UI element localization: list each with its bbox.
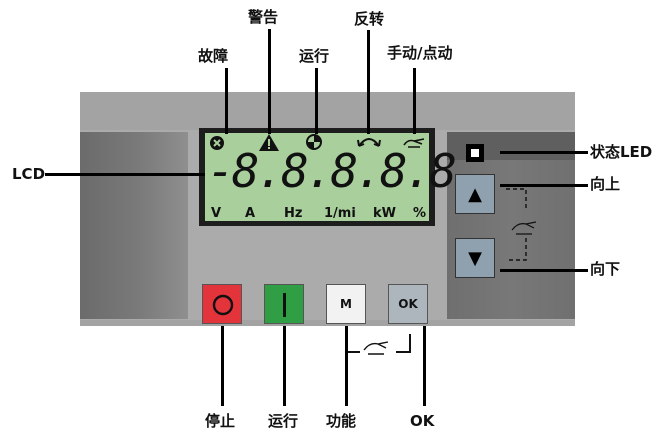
stop-circle-icon <box>212 294 234 316</box>
lcd-unit-kw: kW <box>373 206 396 221</box>
lcd-label: LCD <box>12 165 46 183</box>
manual-combo-bracket <box>345 334 411 355</box>
run-button[interactable] <box>264 284 304 324</box>
running-label: 运行 <box>299 47 330 65</box>
fault-callout-line <box>225 68 228 134</box>
reverse-icon <box>357 138 381 147</box>
lcd-callout-line <box>45 173 205 176</box>
up-button[interactable]: ▲ <box>455 174 495 214</box>
fault-label: 故障 <box>198 47 229 65</box>
reverse-label: 反转 <box>354 10 385 28</box>
status-led-label: 状态LED <box>590 143 653 161</box>
fault-icon <box>210 136 224 150</box>
running-callout-line <box>315 68 318 134</box>
warning-callout-line <box>268 29 271 134</box>
up-label: 向上 <box>590 175 621 193</box>
stop-label: 停止 <box>205 412 236 430</box>
reverse-callout-line <box>367 30 370 134</box>
up-arrow-icon: ▲ <box>468 183 482 205</box>
warning-label: 警告 <box>248 8 279 26</box>
lcd-unit-a: A <box>245 206 256 221</box>
function-button-label: M <box>340 297 352 311</box>
ok-button-label: OK <box>398 297 418 311</box>
status-led-callout-line <box>500 151 588 154</box>
down-button[interactable]: ▼ <box>455 238 495 278</box>
run-label: 运行 <box>268 412 299 430</box>
manual-callout-line <box>413 68 416 134</box>
ok-callout-line <box>423 326 426 406</box>
panel-left-grip <box>80 132 188 319</box>
ok-button[interactable]: OK <box>388 284 428 324</box>
lcd-unit-percent: % <box>413 206 427 221</box>
function-label: 功能 <box>326 412 357 430</box>
lcd-unit-rpm: 1/mi <box>324 206 356 221</box>
lcd-unit-hz: Hz <box>284 206 303 221</box>
run-callout-line <box>283 326 286 406</box>
run-bar-icon <box>283 293 286 317</box>
stop-button[interactable] <box>202 284 242 324</box>
down-label: 向下 <box>590 260 621 278</box>
function-callout-line <box>345 326 348 406</box>
warning-icon <box>259 134 279 151</box>
manual-hand-icon <box>403 138 425 148</box>
ok-label: OK <box>410 412 435 430</box>
up-down-dashed-link <box>506 188 537 261</box>
up-callout-line <box>500 184 588 187</box>
lcd-unit-v: V <box>211 206 222 221</box>
status-led <box>466 144 484 162</box>
down-arrow-icon: ▼ <box>468 247 482 269</box>
running-icon <box>306 134 322 150</box>
manual-jog-label: 手动/点动 <box>387 44 453 62</box>
function-button[interactable]: M <box>326 284 366 324</box>
down-callout-line <box>500 269 588 272</box>
lcd-digits: -8.8.8.8.8 <box>207 144 457 198</box>
stop-callout-line <box>221 326 224 406</box>
